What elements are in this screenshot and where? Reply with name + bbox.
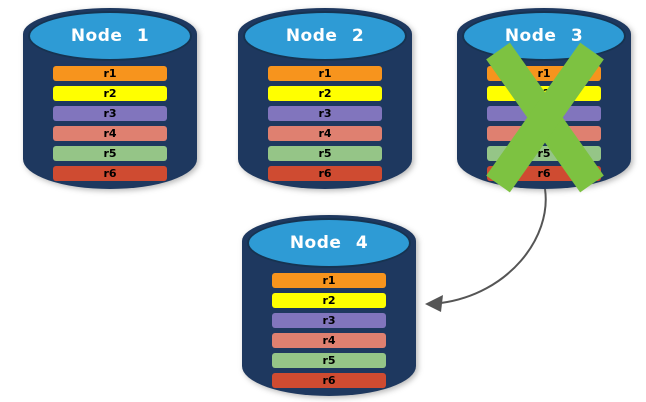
row-r4: r4 [272, 333, 386, 348]
node-4: Node 4 r1 r2 r3 r4 r5 r6 [242, 215, 416, 396]
node-4-title: Node 4 [289, 233, 369, 253]
node-2: Node 2 r1 r2 r3 r4 r5 r6 [238, 8, 412, 189]
row-r2: r2 [272, 293, 386, 308]
row-r3: r3 [268, 106, 382, 121]
row-r5: r5 [487, 146, 601, 161]
row-r4: r4 [268, 126, 382, 141]
node-3-title: Node 3 [504, 26, 584, 46]
row-r2: r2 [487, 86, 601, 101]
node-3: Node 3 r1 r2 r3 r4 r5 r6 [457, 8, 631, 189]
row-r6: r6 [487, 166, 601, 181]
row-r3: r3 [53, 106, 167, 121]
row-r6: r6 [272, 373, 386, 388]
node-1: Node 1 r1 r2 r3 r4 r5 r6 [23, 8, 197, 189]
node-4-cylinder-top: Node 4 [247, 218, 411, 268]
row-r4: r4 [53, 126, 167, 141]
node-3-cylinder-top: Node 3 [462, 11, 626, 61]
node-1-rows: r1 r2 r3 r4 r5 r6 [53, 66, 167, 186]
row-r5: r5 [53, 146, 167, 161]
row-r5: r5 [268, 146, 382, 161]
node-1-cylinder-top: Node 1 [28, 11, 192, 61]
replication-arrow-line [440, 188, 547, 304]
row-r5: r5 [272, 353, 386, 368]
row-r6: r6 [53, 166, 167, 181]
row-r2: r2 [268, 86, 382, 101]
node-2-cylinder-top: Node 2 [243, 11, 407, 61]
row-r1: r1 [272, 273, 386, 288]
row-r1: r1 [487, 66, 601, 81]
node-4-rows: r1 r2 r3 r4 r5 r6 [272, 273, 386, 393]
node-2-rows: r1 r2 r3 r4 r5 r6 [268, 66, 382, 186]
replication-arrow-head-icon [425, 295, 443, 312]
row-r4: r4 [487, 126, 601, 141]
row-r1: r1 [268, 66, 382, 81]
node-2-title: Node 2 [285, 26, 365, 46]
node-3-rows: r1 r2 r3 r4 r5 r6 [487, 66, 601, 186]
row-r6: r6 [268, 166, 382, 181]
row-r3: r3 [272, 313, 386, 328]
row-r1: r1 [53, 66, 167, 81]
node-1-title: Node 1 [70, 26, 150, 46]
row-r2: r2 [53, 86, 167, 101]
row-r3: r3 [487, 106, 601, 121]
